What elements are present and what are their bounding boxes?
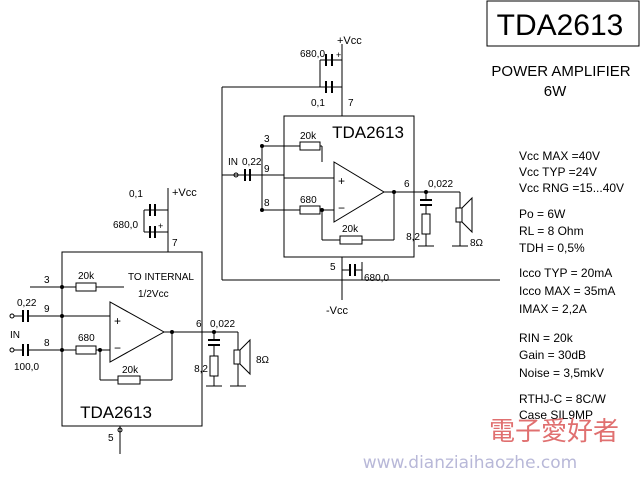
spec-rthjc: RTHJ-C = 8C/W — [519, 392, 606, 406]
bot-cin: 0,22 — [17, 298, 37, 309]
spec-tdh: TDH = 0,5% — [519, 241, 585, 255]
bot-r-fb: 20k — [122, 365, 139, 376]
spec-imax: IMAX = 2,2A — [519, 302, 587, 316]
bot-spk: 8Ω — [256, 355, 270, 366]
bot-cap-small: 0,1 — [129, 189, 143, 200]
title-part: TDA2613 — [497, 9, 624, 42]
spec-icco-max: Icco MAX = 35mA — [519, 284, 615, 298]
svg-text:+: + — [158, 221, 163, 231]
spec-gain: Gain = 30dB — [519, 348, 586, 362]
spec-noise: Noise = 3,5mkV — [519, 366, 604, 380]
top-circuit: + 680,0 0,1 +Vcc 7 TDA2613 3 9 8 IN 0,22… — [221, 35, 500, 317]
top-cap-supply-big: 680,0 — [300, 49, 325, 60]
top-r-mid: 680 — [300, 195, 317, 206]
spec-vccmax: Vcc MAX =40V — [519, 149, 600, 163]
top-r-fb: 20k — [342, 224, 359, 235]
spec-vccrng: Vcc RNG =15...40V — [519, 181, 624, 195]
svg-text:+: + — [338, 174, 345, 188]
bot-half-vcc: 1/2Vcc — [138, 289, 169, 300]
svg-text:−: − — [338, 201, 345, 215]
top-chip-label: TDA2613 — [332, 123, 404, 142]
watermark-cn: 電子愛好者 — [489, 417, 619, 447]
bot-cout: 0,022 — [210, 319, 235, 330]
top-pin5: 5 — [330, 262, 336, 273]
svg-text:+: + — [114, 314, 121, 328]
subtitle-line1: POWER AMPLIFIER — [491, 63, 630, 80]
spec-list: Vcc MAX =40V Vcc TYP =24V Vcc RNG =15...… — [519, 149, 624, 422]
bot-pin6: 6 — [196, 319, 202, 330]
top-spk: 8Ω — [470, 238, 484, 249]
svg-text:−: − — [114, 341, 121, 355]
top-vcc-label: +Vcc — [337, 35, 362, 47]
spec-po: Po = 6W — [519, 207, 566, 221]
spec-rl: RL = 8 Ohm — [519, 224, 584, 238]
bot-cin2: 100,0 — [14, 362, 39, 373]
spec-case: Case SIL9MP — [519, 408, 593, 422]
top-pin8: 8 — [264, 198, 270, 209]
bot-r-mid: 680 — [78, 333, 95, 344]
bot-pin8: 8 — [44, 338, 50, 349]
bot-r-out: 8,2 — [194, 364, 208, 375]
bot-pin3: 3 — [44, 275, 50, 286]
top-r-top: 20k — [300, 131, 317, 142]
bot-to-internal: TO INTERNAL — [128, 272, 194, 283]
bot-in-label: IN — [10, 330, 20, 341]
top-vneg-label: -Vcc — [326, 305, 349, 317]
bot-cap-big: 680,0 — [113, 220, 138, 231]
spec-rin: RIN = 20k — [519, 331, 574, 345]
bot-pin5: 5 — [108, 433, 114, 444]
bot-pin7: 7 — [172, 238, 178, 249]
bot-pin9: 9 — [44, 304, 50, 315]
bot-vcc-label: +Vcc — [172, 187, 197, 199]
top-cin: 0,22 — [242, 157, 262, 168]
top-cout: 0,022 — [428, 179, 453, 190]
spec-icco-typ: Icco TYP = 20mA — [519, 266, 612, 280]
bottom-circuit: + 0,1 680,0 +Vcc 7 TDA2613 3 9 8 IN 0,22… — [9, 187, 270, 454]
top-chip-box — [283, 115, 415, 258]
top-in-label: IN — [228, 157, 238, 168]
top-pin3: 3 — [264, 134, 270, 145]
top-cap-supply-small: 0,1 — [311, 98, 325, 109]
top-pin6: 6 — [404, 179, 410, 190]
title-box — [486, 0, 640, 47]
top-pin7: 7 — [348, 98, 354, 109]
top-r-out: 8,2 — [406, 232, 420, 243]
bot-r-top: 20k — [78, 271, 95, 282]
subtitle-line2: 6W — [544, 83, 567, 100]
spec-vcctyp: Vcc TYP =24V — [519, 165, 597, 179]
top-cneg: 680,0 — [364, 273, 389, 284]
svg-text:+: + — [336, 50, 341, 60]
bot-chip-label: TDA2613 — [80, 403, 152, 422]
bot-chip-box — [61, 251, 203, 427]
watermark-url: www.dianziaihaozhe.com — [363, 453, 578, 473]
top-pin9: 9 — [264, 164, 270, 175]
